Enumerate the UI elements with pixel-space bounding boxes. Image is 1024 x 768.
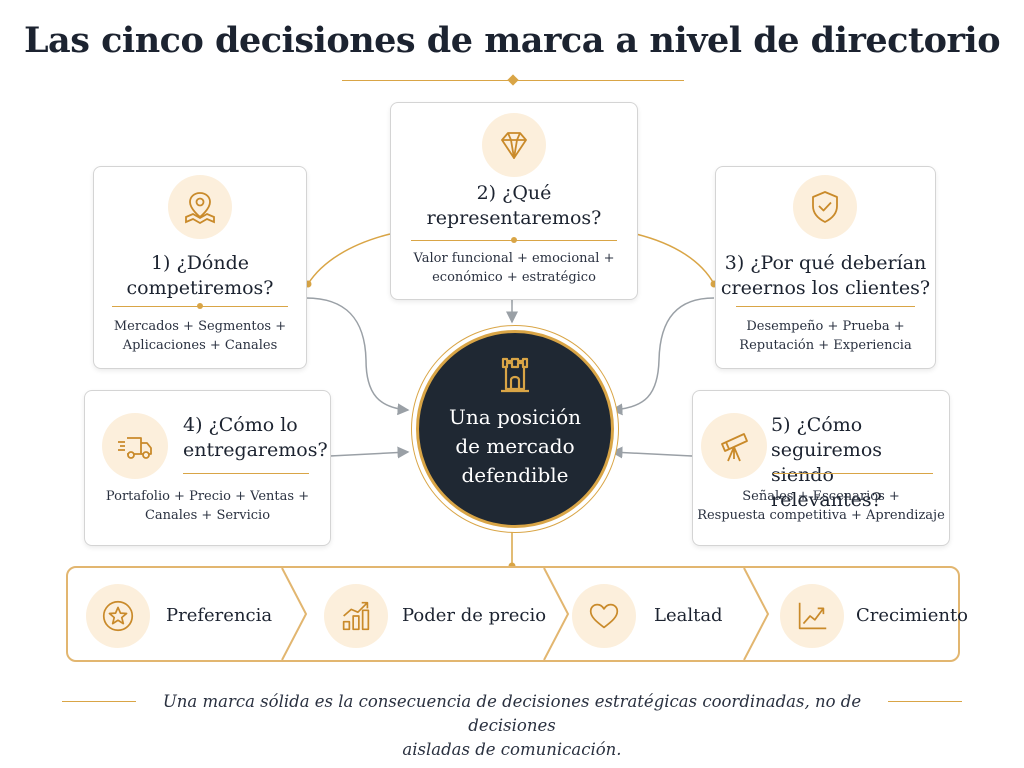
outcome-label-preferencia: Preferencia — [166, 605, 273, 626]
decision-3-items: Desempeño + Prueba +Reputación + Experie… — [739, 319, 912, 353]
decision-1-items: Mercados + Segmentos +Aplicaciones + Can… — [113, 319, 287, 353]
growth-bars-icon — [324, 584, 388, 648]
arrow-from-card-5 — [610, 446, 693, 459]
gold-connector-right — [635, 233, 715, 285]
decision-4-items: Portafolio + Precio + Ventas +Canales + … — [105, 489, 310, 523]
castle-tower-icon — [501, 357, 529, 393]
page-title: Las cinco decisiones de marca a nivel de… — [23, 20, 1001, 61]
arrow-from-card-4 — [329, 446, 410, 459]
diamond-icon — [482, 113, 546, 177]
decision-2-items: Valor funcional + emocional +económico +… — [413, 251, 615, 285]
decision-3-rule — [736, 306, 915, 307]
outcome-label-crecimiento: Crecimiento — [856, 605, 969, 626]
heart-icon — [572, 584, 636, 648]
footer-rule-left — [62, 701, 136, 702]
gold-connector-left — [307, 233, 391, 285]
decision-4-rule — [183, 473, 309, 474]
trend-chart-icon — [780, 584, 844, 648]
outcome-label-lealtad: Lealtad — [654, 605, 723, 626]
delivery-truck-icon — [102, 413, 168, 479]
telescope-icon — [701, 413, 767, 479]
shield-check-icon — [793, 175, 857, 239]
footer-quote: Una marca sólida es la consecuencia de d… — [162, 692, 862, 759]
decision-2-rule-dot — [511, 237, 517, 243]
decision-5-rule — [773, 473, 933, 474]
map-pin-icon — [168, 175, 232, 239]
arrow-from-card-1 — [305, 297, 410, 416]
arrow-from-card-3 — [610, 297, 715, 416]
footer-rule-right — [888, 701, 962, 702]
outcome-label-poder-de-precio: Poder de precio — [402, 605, 547, 626]
decision-1-rule-dot — [197, 303, 203, 309]
star-icon — [86, 584, 150, 648]
decision-5-items: Señales + Escenarios +Respuesta competit… — [697, 489, 945, 523]
